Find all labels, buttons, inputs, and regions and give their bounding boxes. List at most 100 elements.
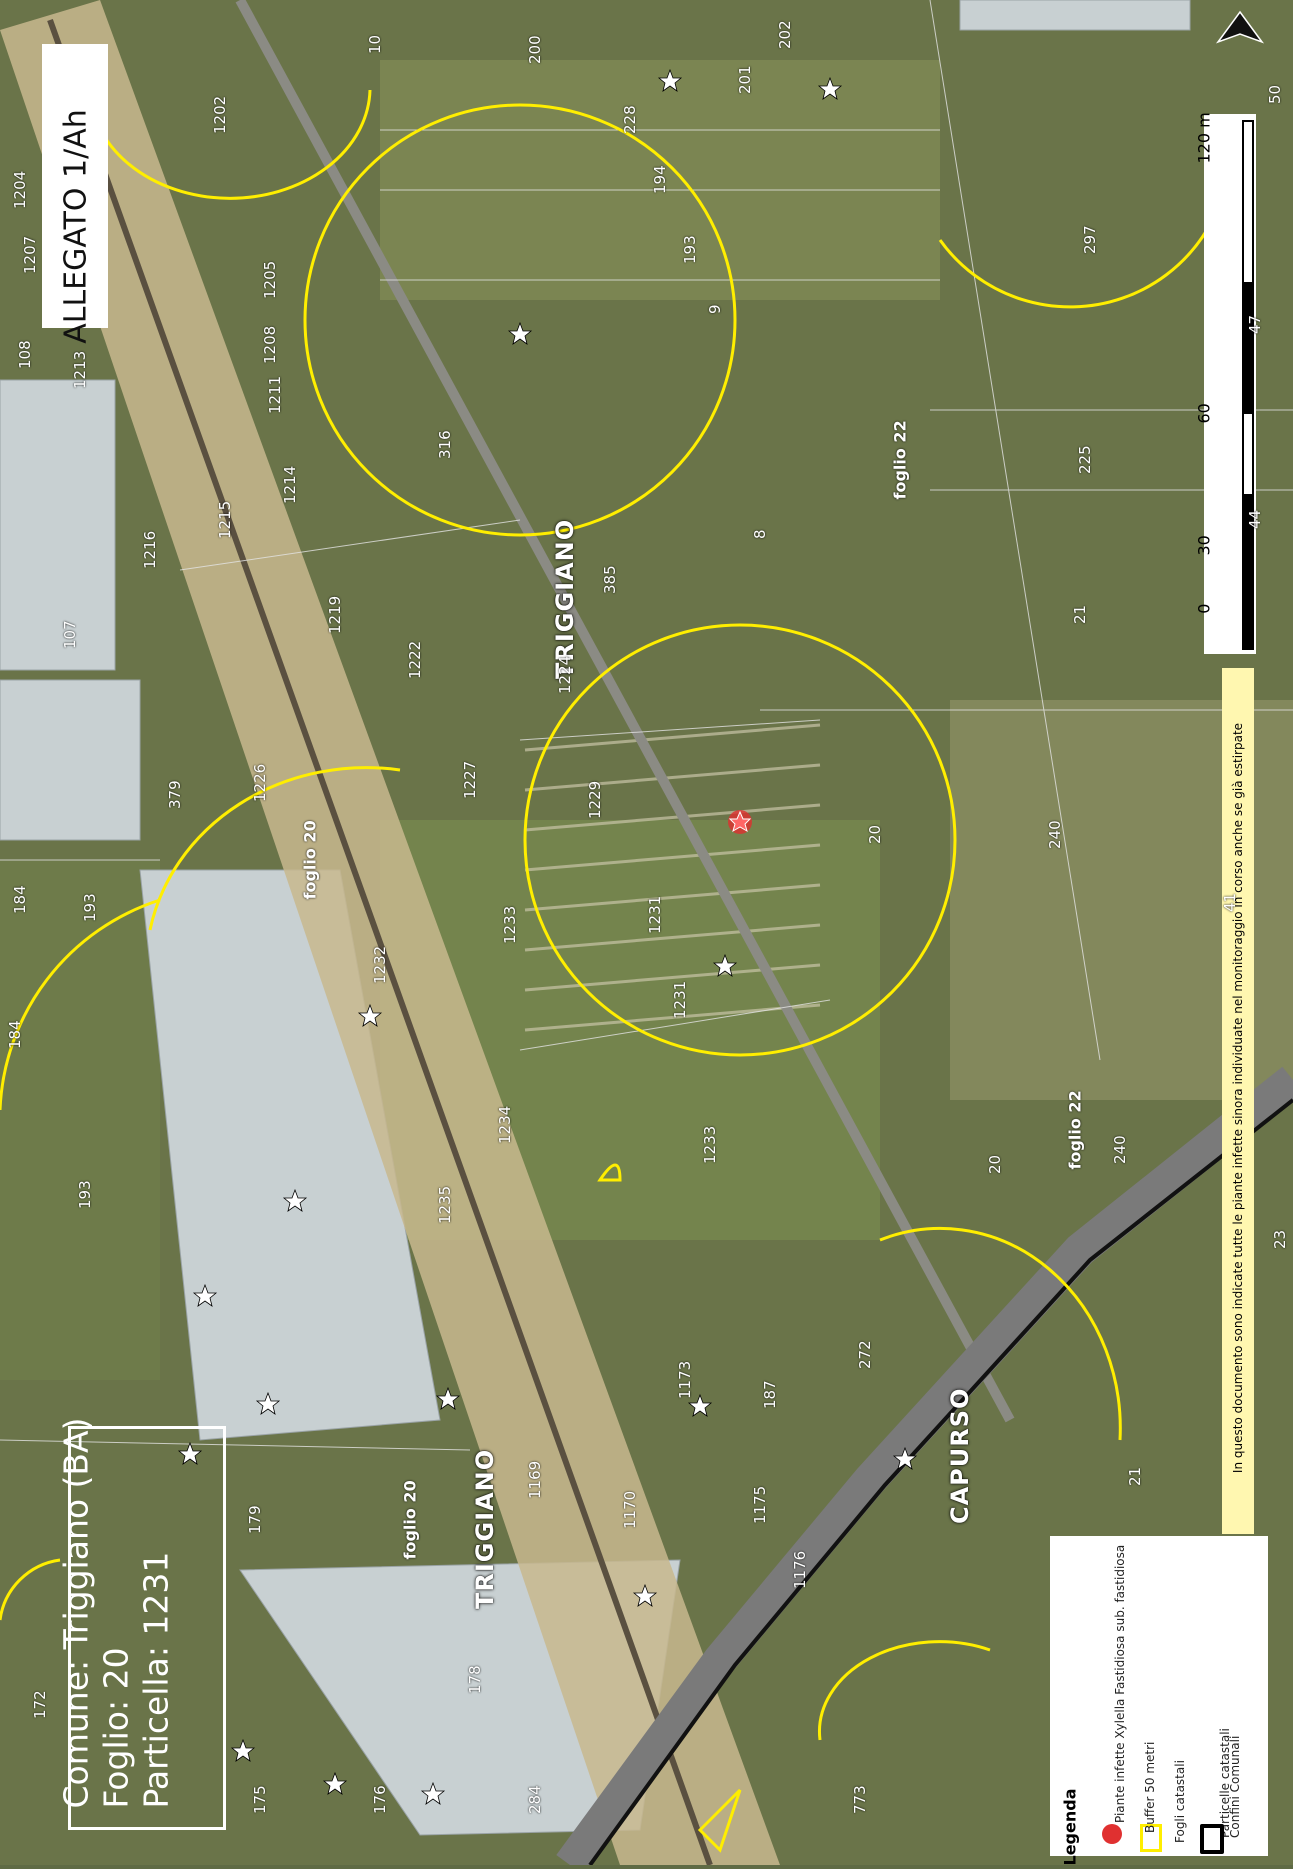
legend-item-confini: Confini Comunali	[1228, 1735, 1242, 1838]
particella-label: Particella: 1231	[136, 1551, 176, 1809]
parcel-label: 297	[1081, 225, 1099, 254]
buffer-legend-icon	[1140, 1824, 1162, 1852]
legend-item-fogli: Fogli catastali	[1173, 1760, 1187, 1843]
scale-bar: 0 30 60 120 m	[1195, 112, 1256, 654]
foglio-label: Foglio: 20	[96, 1647, 136, 1809]
parcel-info-panel: Comune: Triggiano (BA) Foglio: 20 Partic…	[57, 1417, 226, 1830]
parcel-label: 225	[1076, 445, 1094, 474]
parcel-label: 379	[166, 780, 184, 809]
parcel-label: 50	[1266, 84, 1284, 104]
parcel-label: 1204	[11, 170, 29, 209]
field-area	[0, 860, 160, 1380]
parcel-label: 1208	[261, 325, 279, 364]
field-area	[380, 60, 940, 300]
parcel-label: 187	[761, 1380, 779, 1409]
parcel-label: 1229	[586, 780, 604, 819]
north-arrow-icon	[1215, 10, 1265, 44]
parcel-label: 1207	[21, 235, 39, 274]
parcel-label: 107	[61, 620, 79, 649]
scale-label-120: 120 m	[1194, 112, 1214, 164]
road	[556, 1066, 1293, 1869]
parcel-label: 175	[251, 1785, 269, 1814]
legend-item-infected: Piante infette Xylella Fastidiosa sub. f…	[1113, 1544, 1127, 1823]
parcel-label: 1216	[141, 530, 159, 569]
parcel-label: 240	[1046, 820, 1064, 849]
parcel-label: 1233	[501, 905, 519, 944]
parcel-label: 23	[1271, 1229, 1289, 1249]
place-triggiano-bottom: TRIGGIANO	[471, 1448, 499, 1609]
parcel-label: 178	[466, 1665, 484, 1694]
foglio-20-label: foglio 20	[400, 1480, 420, 1560]
parcel-label: 193	[681, 235, 699, 264]
parcel-label: 1224	[556, 655, 574, 694]
parcel-label: 193	[81, 893, 99, 922]
parcel-label: 385	[601, 565, 619, 594]
parcel-label: 1219	[326, 595, 344, 634]
road	[235, 0, 1015, 1423]
parcel-label: 176	[371, 1785, 389, 1814]
parcel-label: 179	[246, 1505, 264, 1534]
parcel-label: 20	[986, 1154, 1004, 1174]
parcel-label: 194	[651, 165, 669, 194]
disclaimer-text: In questo documento sono indicate tutte …	[1231, 722, 1245, 1474]
parcel-label: 41	[1221, 892, 1239, 912]
scale-label-60: 60	[1194, 403, 1214, 424]
parcel-label: 272	[856, 1340, 874, 1369]
parcel-label: 184	[6, 1020, 24, 1049]
railway-corridor	[0, 0, 780, 1865]
parcel-label: 1233	[701, 1125, 719, 1164]
parcel-label: 193	[76, 1180, 94, 1209]
parcel-label: 108	[16, 340, 34, 369]
scale-label-0: 0	[1194, 603, 1214, 614]
parcel-label: 1214	[281, 465, 299, 504]
comune-boundary-legend-icon	[1200, 1824, 1224, 1854]
parcel-label: 1222	[406, 640, 424, 679]
parcel-label: 8	[751, 529, 769, 539]
parcel-label: 10	[366, 34, 384, 54]
buffer-50m	[0, 84, 1232, 1853]
parcel-label: 284	[526, 1785, 544, 1814]
parcel-label: 1231	[671, 980, 689, 1019]
parcel-label: 21	[1071, 604, 1089, 624]
greenhouses	[0, 0, 1191, 1836]
parcel-label: 1213	[71, 350, 89, 389]
parcel-label: 20	[866, 824, 884, 844]
parcel-label: 1235	[436, 1185, 454, 1224]
parcel-label: 1205	[261, 260, 279, 299]
parcel-label: 1170	[621, 1490, 639, 1529]
parcel-label: 21	[1126, 1466, 1144, 1486]
legend-item-buffer: Buffer 50 metri	[1143, 1741, 1157, 1833]
parcel-label: 1231	[646, 895, 664, 934]
parcel-label: 47	[1246, 314, 1264, 334]
infected-plant-legend-icon	[1102, 1824, 1122, 1844]
foglio-22-label: foglio 22	[1065, 1090, 1085, 1170]
parcel-label: 9	[706, 304, 724, 314]
parcel-label: 1173	[676, 1360, 694, 1399]
title-panel: ALLEGATO 1/Ah	[42, 44, 108, 344]
parcel-label: 228	[621, 105, 639, 134]
disclaimer-panel: In questo documento sono indicate tutte …	[1222, 668, 1254, 1534]
parcel-label: 44	[1246, 509, 1264, 529]
infected-plant-star	[728, 810, 752, 833]
railway-track	[47, 18, 713, 1867]
parcel-label: 201	[736, 65, 754, 94]
parcel-label: 1215	[216, 500, 234, 539]
document-title: ALLEGATO 1/Ah	[58, 109, 94, 344]
parcel-label: 184	[11, 885, 29, 914]
parcel-label: 1202	[211, 95, 229, 134]
parcel-label: 1176	[791, 1550, 809, 1589]
place-capurso: CAPURSO	[946, 1387, 974, 1524]
parcel-label: 1175	[751, 1485, 769, 1524]
foglio-22-label: foglio 22	[890, 420, 910, 500]
parcel-label: 240	[1111, 1135, 1129, 1164]
parcel-label: 1232	[371, 945, 389, 984]
parcel-label: 202	[776, 20, 794, 49]
parcel-label: 1169	[526, 1460, 544, 1499]
parcel-label: 773	[851, 1785, 869, 1814]
parcel-label: 200	[526, 35, 544, 64]
legend-title: Legenda	[1060, 1788, 1080, 1866]
infected-plant-markers	[177, 68, 918, 1805]
parcel-label: 1234	[496, 1105, 514, 1144]
